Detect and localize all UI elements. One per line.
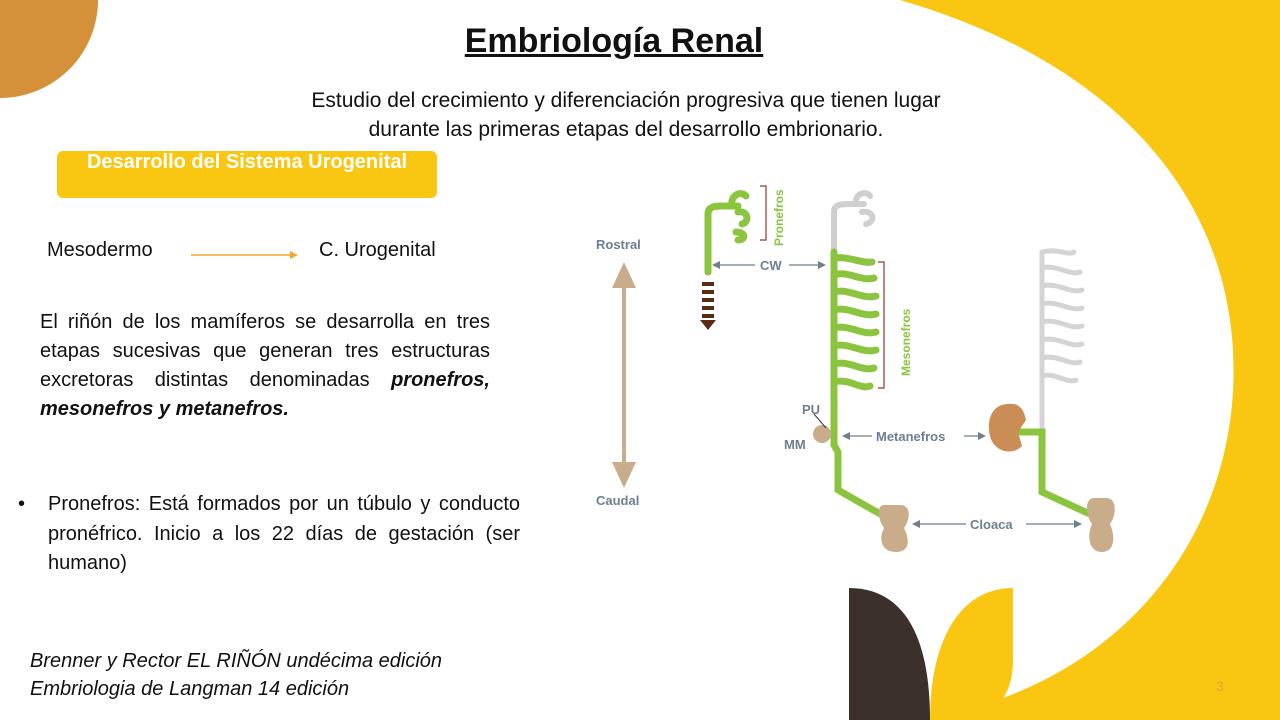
- paragraph-emphasis: pronefros, mesonefros y metanefros.: [40, 369, 490, 420]
- pronephros-tubules: [704, 190, 751, 276]
- references: Brenner y Rector EL RIÑÓN undécima edici…: [30, 647, 490, 703]
- cloaca-right-icon: [1087, 498, 1115, 552]
- reference-item: Brenner y Rector EL RIÑÓN undécima edici…: [30, 650, 443, 672]
- ureter-duct: [1016, 428, 1096, 519]
- section-pill-label: Desarrollo del Sistema Urogenital: [86, 151, 408, 173]
- label-mesonefros: Mesonefros: [899, 308, 913, 376]
- label-pu: PU: [802, 402, 820, 417]
- metanephros-kidney-icon: [988, 403, 1026, 452]
- label-rostral: Rostral: [596, 237, 641, 252]
- label-pronefros: Pronefros: [772, 189, 786, 246]
- ghost-mesonephros: [1039, 248, 1085, 433]
- ghost-pronephros: [831, 190, 876, 253]
- label-caudal: Caudal: [596, 493, 639, 508]
- rostral-caudal-arrow: [612, 262, 636, 488]
- reference-item: Embriologia de Langman 14 edición: [30, 678, 350, 700]
- section-pill: Desarrollo del Sistema Urogenital: [57, 151, 437, 198]
- page-title: Embriología Renal: [464, 22, 764, 60]
- dark-leaf-decoration: [849, 588, 930, 720]
- corner-circle-decoration: [0, 0, 98, 98]
- mesonephros-tubules: [830, 248, 886, 519]
- label-mm: MM: [784, 437, 806, 452]
- pronefros-bullet: • Pronefros: Está formados por un túbulo…: [18, 490, 520, 579]
- flow-from-label: Mesodermo: [47, 239, 153, 261]
- kidney-development-diagram: Rostral Caudal Pronefros CW: [596, 185, 1115, 552]
- paragraph-intro: El riñón de los mamíferos se desarrolla …: [40, 311, 490, 391]
- pronephros-dashed-duct: [700, 282, 716, 330]
- page-number: 3: [1216, 678, 1224, 694]
- yellow-arc-decoration: [900, 0, 1280, 720]
- flow-arrow-icon: [191, 251, 298, 259]
- description-paragraph: El riñón de los mamíferos se desarrolla …: [40, 308, 490, 424]
- flow-to-label: C. Urogenital: [319, 239, 436, 261]
- pronefros-bracket: [760, 185, 767, 241]
- mesonefros-bracket: [878, 261, 885, 389]
- label-cw: CW: [760, 258, 782, 273]
- label-metanefros: Metanefros: [876, 429, 945, 444]
- bullet-dot: •: [18, 493, 26, 515]
- bullet-text: Pronefros: Está formados por un túbulo y…: [48, 493, 520, 574]
- label-cloaca: Cloaca: [970, 517, 1013, 532]
- page-subtitle: Estudio del crecimiento y diferenciación…: [311, 89, 941, 141]
- yellow-leaf-decoration: [930, 588, 1013, 720]
- metanephric-mesenchyme-icon: [813, 425, 831, 443]
- cloaca-left-icon: [878, 505, 909, 552]
